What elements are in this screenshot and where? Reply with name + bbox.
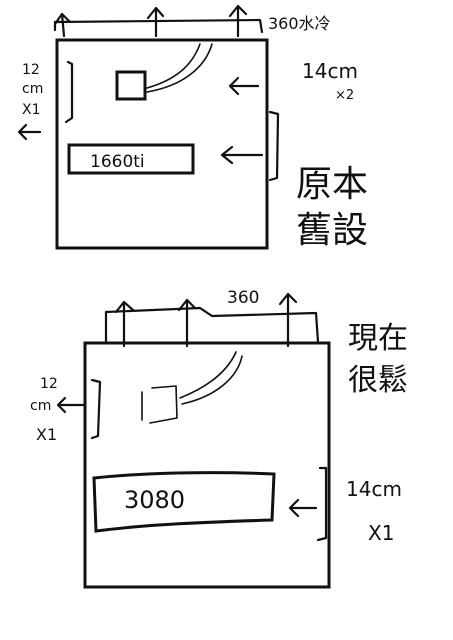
top-fan-label: 360水冷 <box>268 14 331 33</box>
top-rear-label-3: X1 <box>22 102 41 118</box>
top-caption-1: 原本 <box>296 164 368 205</box>
bottom-front-label-2: X1 <box>368 521 394 545</box>
bottom-rear-fan-bracket <box>90 378 102 440</box>
top-gpu-label: 1660ti <box>90 152 145 172</box>
top-front-arrow-1 <box>228 76 260 96</box>
bottom-cooler-tube <box>179 351 243 405</box>
bottom-rear-arrow <box>56 396 86 414</box>
bottom-front-arrow <box>288 498 318 518</box>
top-cooler-tube <box>146 43 213 93</box>
top-exhaust-arrow-1 <box>53 12 72 38</box>
bottom-fan-label: 360 <box>227 288 259 308</box>
bottom-rear-label-2: cm <box>30 398 51 414</box>
bottom-radiator-bracket <box>104 306 320 344</box>
top-rear-fan-bracket <box>64 60 74 124</box>
top-rear-label-2: cm <box>22 81 43 97</box>
bottom-rear-label-1: 12 <box>40 376 58 392</box>
top-exhaust-arrow-3 <box>228 4 248 38</box>
bottom-diagram: 360 3080 12 cm X1 14cm X1 現在 很鬆 <box>30 288 408 589</box>
bottom-front-fan-bracket <box>316 466 328 542</box>
bottom-gpu <box>92 471 276 533</box>
top-front-arrow-2 <box>220 145 264 165</box>
top-front-label-2: ×2 <box>335 88 354 103</box>
bottom-exhaust-arrow-1 <box>114 300 135 348</box>
bottom-case-outline <box>83 341 331 589</box>
bottom-caption-2: 很鬆 <box>348 363 408 398</box>
bottom-caption-1: 現在 <box>348 321 408 356</box>
top-rear-label-1: 12 <box>22 62 40 78</box>
bottom-exhaust-arrow-2 <box>177 298 197 348</box>
top-diagram: 360水冷 1660ti 12 cm X1 14cm ×2 原本 舊設 <box>17 4 368 251</box>
top-cpu-block <box>115 70 147 101</box>
bottom-cpu-block <box>141 385 178 424</box>
top-rear-arrow <box>17 123 42 141</box>
top-radiator-bracket <box>53 18 264 34</box>
bottom-exhaust-arrow-3 <box>278 292 298 348</box>
top-exhaust-arrow-2 <box>146 6 165 38</box>
bottom-gpu-label: 3080 <box>124 486 185 514</box>
top-front-label-1: 14cm <box>302 59 358 83</box>
top-front-fan-bracket <box>268 110 280 182</box>
bottom-rear-label-3: X1 <box>36 425 57 444</box>
bottom-front-label-1: 14cm <box>346 477 402 501</box>
top-case-outline <box>55 38 269 250</box>
top-caption-2: 舊設 <box>296 210 368 251</box>
top-gpu <box>67 143 195 175</box>
